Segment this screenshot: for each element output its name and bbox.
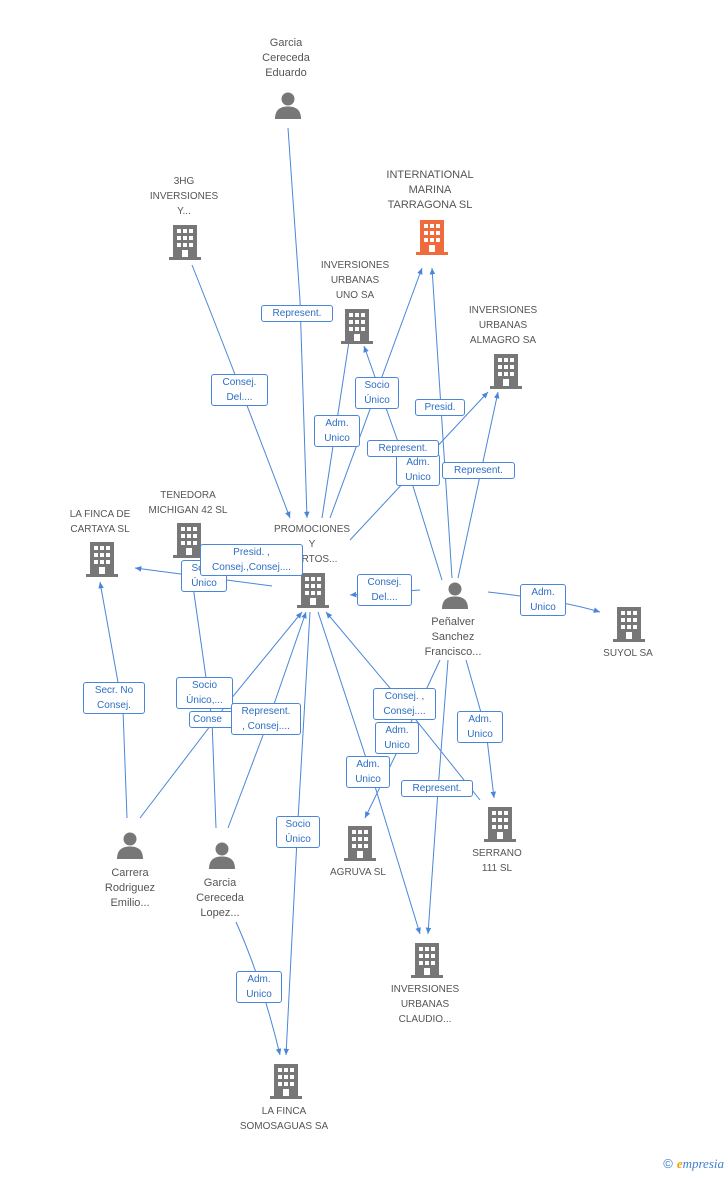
edge-label-socio-unico[interactable]: Socio Único [355,377,399,409]
node-label-tenedora-michigan[interactable]: TENEDORA MICHIGAN 42 SL [148,490,228,516]
building-icon[interactable] [173,522,205,563]
node-label-inversiones-urbanas-almagro[interactable]: INVERSIONES URBANAS ALMAGRO SA [468,305,538,346]
node-label-promociones[interactable]: PROMOCIONES Y ...ERTOS... [273,524,351,565]
edge-label-represent[interactable]: Represent. [261,305,333,322]
building-icon[interactable] [344,825,376,866]
edge-penalver-international [429,267,453,579]
building-icon[interactable] [297,572,329,613]
edge-label-represent[interactable]: Represent. [367,440,439,457]
node-label-garcia-cereceda-lopez[interactable]: Garcia Cereceda Lopez... [196,877,244,919]
building-icon[interactable] [490,353,522,394]
person-icon[interactable] [273,90,303,125]
edge-label-consej-del[interactable]: Consej. Del.... [211,374,268,406]
edge-label-adm-unico[interactable]: Adm. Unico [375,722,419,754]
edge-label-adm-unico[interactable]: Adm. Unico [457,711,503,743]
edge-label-socio-unico-consej[interactable]: Socio Único,... [176,677,233,709]
copyright-symbol: © [663,1156,673,1171]
node-label-la-finca-cartaya[interactable]: LA FINCA DE CARTAYA SL [69,509,131,535]
building-icon[interactable] [341,308,373,349]
building-icon[interactable] [416,219,448,260]
node-label-carrera-rodriguez[interactable]: Carrera Rodriguez Emilio... [104,867,156,909]
brand-initial: e [676,1156,683,1171]
person-icon[interactable] [115,830,145,865]
edge-garcia-eduardo-promociones [287,127,310,519]
edge-label-adm-unico[interactable]: Adm. Unico [346,756,390,788]
edge-penalver-almagro [457,391,500,579]
person-icon[interactable] [440,580,470,615]
empresia-logo[interactable]: ©empresia [663,1156,724,1172]
building-icon[interactable] [411,942,443,983]
building-icon[interactable] [613,606,645,647]
edge-label-represent-consej[interactable]: Represent. , Consej.... [231,703,301,735]
edge-label-adm-unico[interactable]: Adm. Unico [520,584,566,616]
node-label-inversiones-urbanas-claudio[interactable]: INVERSIONES URBANAS CLAUDIO... [390,984,460,1025]
edge-label-represent[interactable]: Represent. [442,462,515,479]
node-label-inversiones-urbanas-uno[interactable]: INVERSIONES URBANAS UNO SA [320,260,390,301]
building-icon[interactable] [86,541,118,582]
edge-label-presid[interactable]: Presid. [415,399,465,416]
node-label-serrano-111[interactable]: SERRANO 111 SL [472,848,522,874]
edge-label-consej-consej[interactable]: Consej. , Consej.... [373,688,436,720]
building-icon[interactable] [169,224,201,265]
edge-label-represent[interactable]: Represent. [401,780,473,797]
edge-label-consej-del[interactable]: Consej. Del.... [357,574,412,606]
edge-label-adm-unico[interactable]: Adm. Unico [236,971,282,1003]
node-label-la-finca-somosaguas[interactable]: LA FINCA SOMOSAGUAS SA [239,1106,329,1132]
node-label-garcia-cereceda-eduardo[interactable]: Garcia Cereceda Eduardo [262,37,310,79]
node-label-agruva[interactable]: AGRUVA SL [330,867,386,878]
edge-label-adm-unico[interactable]: Adm. Unico [396,454,440,486]
edge-label-adm-unico[interactable]: Adm. Unico [314,415,360,447]
building-icon[interactable] [270,1063,302,1104]
node-label-international-marina[interactable]: INTERNATIONAL MARINA TARRAGONA SL [386,169,474,211]
brand-name: mpresia [682,1156,724,1171]
edge-label-socio-unico[interactable]: Socio Único [276,816,320,848]
edge-label-consej-partial[interactable]: Conse [189,711,235,728]
person-icon[interactable] [207,840,237,875]
node-label-penalver[interactable]: Peñalver Sanchez Francisco... [424,616,482,658]
edge-label-presid-consej[interactable]: Presid. , Consej.,Consej.... [200,544,303,576]
node-label-suyol[interactable]: SUYOL SA [603,648,653,659]
building-icon[interactable] [484,806,516,847]
node-label-3hg-inversiones[interactable]: 3HG INVERSIONES Y... [149,176,219,217]
edge-label-secr-no-consej[interactable]: Secr. No Consej. [83,682,145,714]
